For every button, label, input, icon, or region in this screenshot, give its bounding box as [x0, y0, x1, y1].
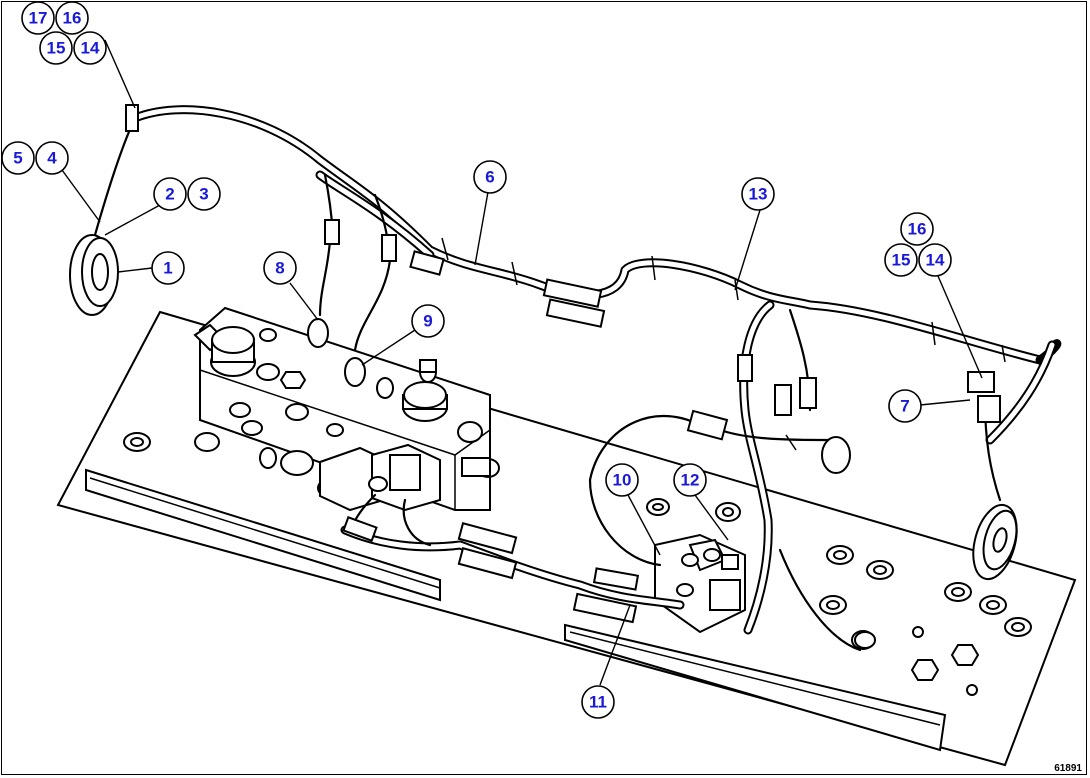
callout-12: 12 — [673, 463, 707, 497]
callout-16-top: 16 — [55, 1, 89, 35]
svg-text:17: 17 — [29, 9, 48, 28]
callout-1: 1 — [151, 251, 185, 285]
svg-text:14: 14 — [81, 39, 100, 58]
harness-clips — [441, 237, 1006, 451]
callout-7: 7 — [888, 389, 922, 423]
callout-2: 2 — [153, 177, 187, 211]
callout-11: 11 — [581, 685, 615, 719]
svg-text:4: 4 — [47, 149, 57, 168]
harness-connectors — [125, 104, 1001, 649]
callout-14-top: 14 — [73, 31, 107, 65]
callout-5: 5 — [1, 141, 35, 175]
svg-text:12: 12 — [681, 471, 700, 490]
callout-6: 6 — [473, 160, 507, 194]
callout-17: 17 — [21, 1, 55, 35]
svg-text:14: 14 — [926, 251, 945, 270]
callout-8: 8 — [263, 251, 297, 285]
callout-16-right: 16 — [900, 212, 934, 246]
callout-4: 4 — [35, 141, 69, 175]
svg-text:7: 7 — [900, 397, 909, 416]
callout-15-right: 15 — [884, 243, 918, 277]
svg-text:9: 9 — [423, 312, 432, 331]
figure-reference-number: 61891 — [1054, 763, 1082, 774]
solenoid-coils — [319, 443, 441, 512]
left-switch — [69, 234, 119, 316]
callout-15-top: 15 — [39, 31, 73, 65]
right-switch — [972, 503, 1018, 581]
callout-13: 13 — [741, 177, 775, 211]
callout-3: 3 — [187, 177, 221, 211]
svg-text:15: 15 — [892, 251, 911, 270]
svg-text:5: 5 — [13, 149, 22, 168]
svg-text:8: 8 — [275, 259, 284, 278]
svg-text:6: 6 — [485, 168, 494, 187]
callout-9: 9 — [411, 304, 445, 338]
plate-holes — [123, 432, 1032, 696]
svg-text:16: 16 — [63, 9, 82, 28]
svg-text:13: 13 — [749, 185, 768, 204]
svg-text:2: 2 — [165, 185, 174, 204]
svg-text:10: 10 — [613, 471, 632, 490]
leader-lines — [61, 39, 983, 686]
svg-text:11: 11 — [589, 693, 607, 712]
callout-10: 10 — [605, 463, 639, 497]
svg-text:1: 1 — [163, 259, 172, 278]
svg-text:3: 3 — [199, 185, 208, 204]
svg-text:15: 15 — [47, 39, 66, 58]
callout-14-right: 14 — [918, 243, 952, 277]
svg-text:16: 16 — [908, 220, 927, 239]
